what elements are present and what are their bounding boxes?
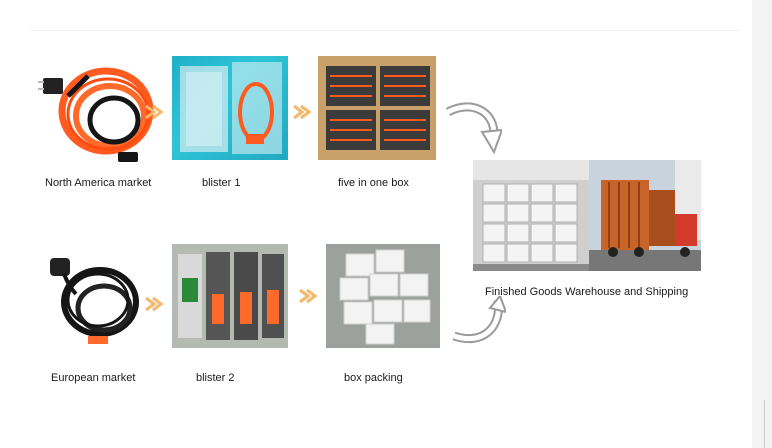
european-cable-photo <box>46 250 142 350</box>
european-label: European market <box>51 372 136 384</box>
blister-1-label: blister 1 <box>202 177 241 189</box>
north-america-label: North America market <box>45 177 152 189</box>
double-chevron-arrow-icon <box>144 294 166 314</box>
top-divider <box>30 30 740 31</box>
warehouse-photo <box>473 160 589 271</box>
shipping-container-photo <box>589 160 701 271</box>
double-chevron-arrow-icon <box>144 102 166 122</box>
five-in-one-box-photo <box>318 56 436 160</box>
blister-2-photo <box>172 244 288 348</box>
double-chevron-arrow-icon <box>298 286 320 306</box>
right-edge-panel <box>752 0 772 448</box>
five-in-one-label: five in one box <box>338 177 409 189</box>
box-packing-label: box packing <box>344 372 403 384</box>
curved-flow-arrow-icon <box>442 98 504 158</box>
north-america-cable-photo <box>38 56 158 166</box>
double-chevron-arrow-icon <box>292 102 314 122</box>
blister-2-label: blister 2 <box>196 372 235 384</box>
curved-flow-arrow-icon <box>444 294 508 356</box>
box-packing-photo <box>326 244 440 348</box>
blister-1-photo <box>172 56 288 160</box>
warehouse-shipping-label: Finished Goods Warehouse and Shipping <box>485 286 689 298</box>
